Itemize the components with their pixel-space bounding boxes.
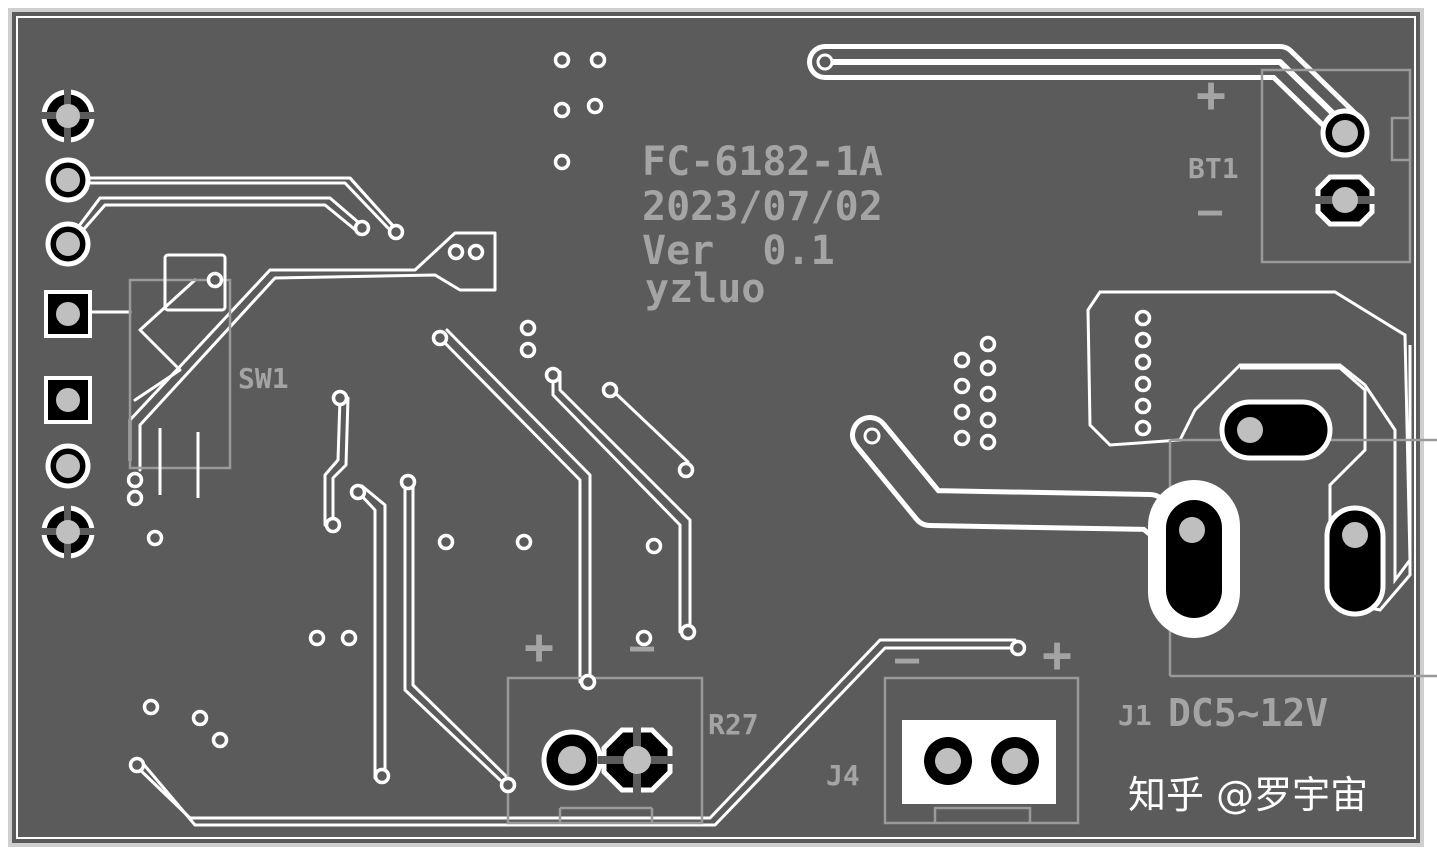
via [553,153,571,171]
via [553,101,571,119]
via [979,411,997,429]
bt1-pads [1300,108,1390,227]
via [331,389,349,407]
bt1-minus: — [1198,188,1223,234]
via [1134,331,1152,349]
via [211,731,229,749]
via [373,767,391,785]
via [353,219,371,237]
via [437,533,455,551]
via [979,385,997,403]
board-inner-edge [16,16,1416,839]
j1-pads [1148,399,1386,638]
via [128,756,146,774]
bt1-label: BT1 [1188,152,1239,185]
copper-pour-right [1086,290,1412,585]
via [467,243,485,261]
r27-pads [541,724,676,796]
via [308,629,326,647]
via [589,51,607,69]
vias [126,51,1152,794]
via [191,709,209,727]
via [586,97,604,115]
via [679,623,697,641]
j4-pads [924,737,1039,785]
via [1134,309,1152,327]
via [340,629,358,647]
via [349,483,367,501]
copper-pour-j1 [1240,345,1412,612]
via [1134,353,1152,371]
via [979,335,997,353]
via [979,359,997,377]
via [544,366,562,384]
bt1-footprint [1260,68,1412,264]
via [126,489,144,507]
via [601,381,619,399]
j4-minus: — [895,636,920,682]
via [553,51,571,69]
via [979,433,997,451]
sw1-label: SW1 [238,362,289,395]
via [1134,375,1152,393]
via [399,473,417,491]
via [635,629,653,647]
via [142,698,160,716]
via [324,516,342,534]
via [519,319,537,337]
sw1-footprint [128,253,232,498]
via [499,776,517,794]
j1-rating: DC5~12V [1168,691,1328,735]
signal-traces [66,176,1020,827]
board-author: yzluo [645,266,765,312]
r27-label: R27 [708,708,759,741]
via [953,403,971,421]
board-part-number: FC-6182-1A [642,139,883,185]
watermark: 知乎 @罗宇宙 [1128,773,1368,817]
via [579,673,597,691]
bt1-plus: + [1196,66,1226,124]
board-version: Ver 0.1 [642,228,835,274]
via [645,537,663,555]
via [126,471,144,489]
via [146,529,164,547]
via [1134,397,1152,415]
power-via-pad [863,427,881,445]
left-header-pads [30,86,106,562]
battery-trace-core [822,59,1348,128]
via [387,223,405,241]
pad-header-5 [44,376,92,424]
via [953,351,971,369]
r27-plus: + [524,618,554,676]
via [953,377,971,395]
via [1009,639,1027,657]
j4-label: J4 [826,759,860,792]
r27-minus: — [630,624,655,670]
via [206,271,224,289]
via [677,461,695,479]
board-date: 2023/07/02 [642,184,883,230]
via [953,429,971,447]
via [515,533,533,551]
j4-plus: + [1042,626,1072,684]
via [1134,419,1152,437]
via [447,243,465,261]
via [519,341,537,359]
j1-label: J1 [1118,699,1152,732]
r27-footprint [506,676,704,825]
via [431,329,449,347]
